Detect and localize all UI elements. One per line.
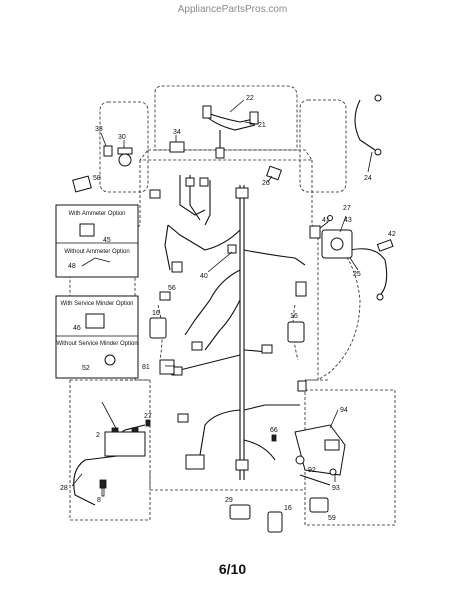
callout-43: 43: [344, 217, 352, 224]
callout-24: 24: [364, 175, 372, 182]
ammeter-option-label: With Ammeter Option: [68, 211, 125, 217]
callout-27-bottom: 27: [144, 413, 152, 420]
service-minder-option-label: With Service Minder Option: [60, 301, 133, 307]
callout-30: 30: [118, 134, 126, 141]
callout-92: 92: [308, 467, 316, 474]
callout-16-right: 16: [290, 313, 298, 320]
callout-41: 41: [322, 217, 330, 224]
callout-16-left: 16: [152, 310, 160, 317]
callout-40: 40: [200, 273, 208, 280]
callout-21: 21: [258, 122, 266, 129]
site-watermark: AppliancePartsPros.com: [177, 4, 288, 15]
callout-94: 94: [340, 407, 348, 414]
callout-16-bottom: 16: [284, 505, 292, 512]
callout-81: 81: [142, 364, 150, 371]
callout-2: 2: [96, 432, 100, 439]
callout-29: 29: [225, 497, 233, 504]
callout-33: 33: [95, 126, 103, 133]
callout-56: 56: [168, 285, 176, 292]
ammeter-option-box: [55, 204, 139, 278]
callout-93: 93: [332, 485, 340, 492]
callout-59: 59: [328, 515, 336, 522]
callout-52: 52: [82, 365, 90, 372]
wire-harness: [73, 99, 388, 506]
callout-42: 42: [388, 231, 396, 238]
no-service-minder-option-label: Without Service Minder Option: [56, 341, 137, 347]
callout-66: 66: [270, 427, 278, 434]
callout-25: 25: [353, 271, 361, 278]
no-ammeter-option-label: Without Ammeter Option: [64, 249, 129, 255]
callout-45: 45: [103, 237, 111, 244]
callout-8: 8: [97, 497, 101, 504]
callout-58: 58: [93, 175, 101, 182]
callout-34: 34: [173, 129, 181, 136]
callout-46: 46: [73, 325, 81, 332]
callout-28: 28: [60, 485, 68, 492]
callout-27-top: 27: [343, 205, 351, 212]
page-number: 6/10: [218, 561, 247, 577]
callout-26: 26: [262, 180, 270, 187]
service-minder-option-box: [55, 295, 139, 379]
callout-22: 22: [246, 95, 254, 102]
parts: [72, 94, 394, 533]
callout-48: 48: [68, 263, 76, 270]
leader-lines: [71, 99, 373, 487]
callouts: 22 21 33 30 34 58 26 24 27 41 43 42 25 4…: [60, 95, 396, 522]
